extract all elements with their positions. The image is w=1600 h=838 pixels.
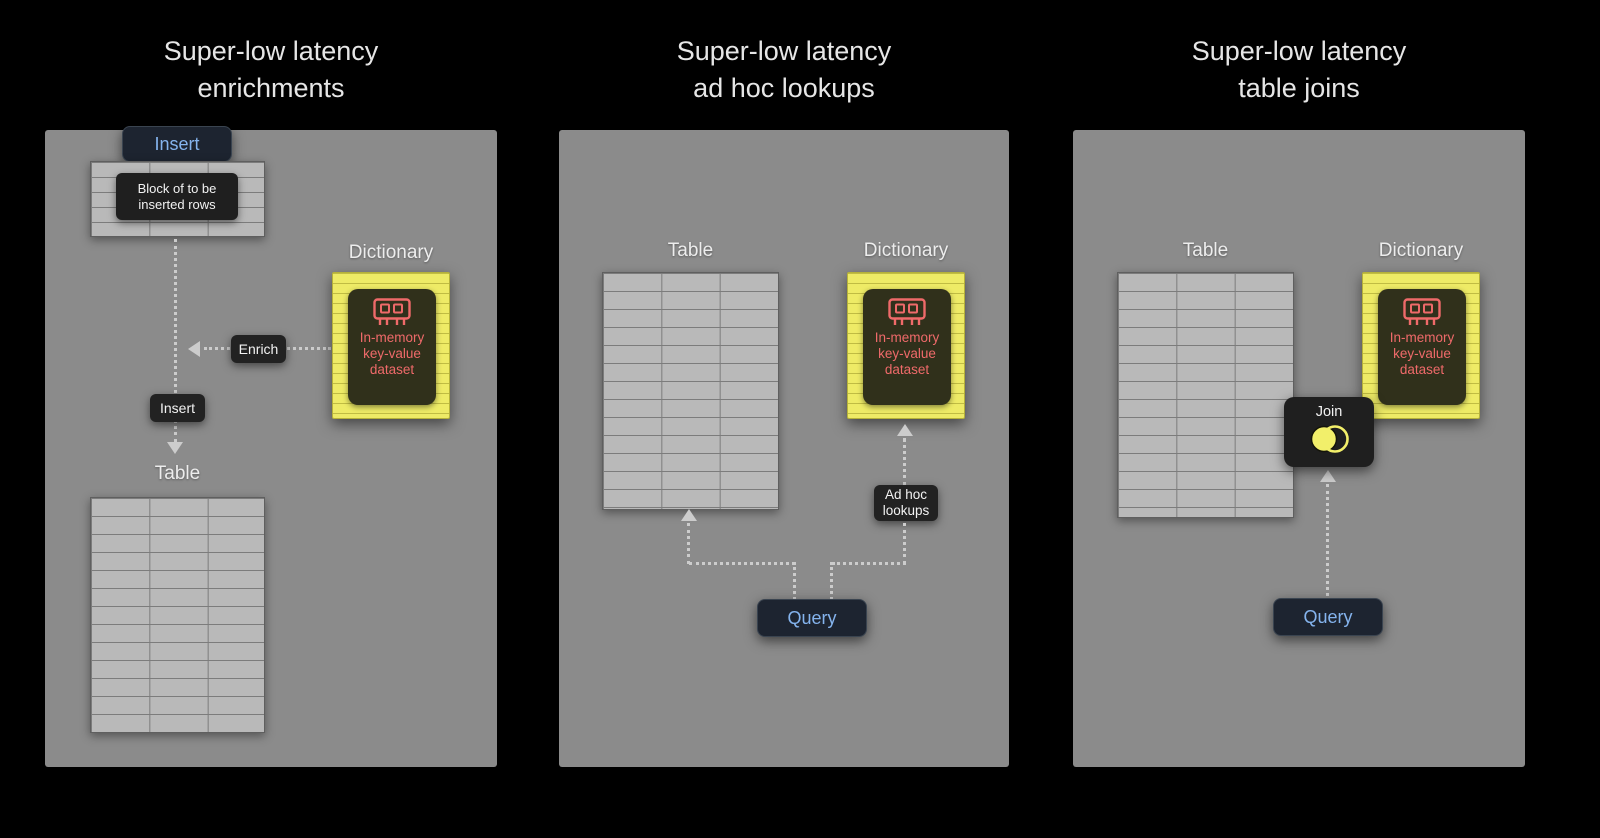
dictionary-label: Dictionary: [348, 242, 434, 263]
table-label: Table: [1182, 240, 1229, 261]
enrich-badge: Enrich: [231, 335, 286, 363]
lookup-dotted-line-lower: [903, 523, 906, 564]
enrich-arrowhead-left: [188, 341, 200, 357]
dictionary-caption-line: dataset: [884, 362, 930, 377]
dictionary-label: Dictionary: [863, 240, 949, 261]
panel2-title: Super-low latency ad hoc lookups: [559, 33, 1009, 107]
insert-button: Insert: [122, 126, 232, 162]
dictionary-inner-card: In-memory key-value dataset: [1378, 289, 1466, 405]
dictionary-caption: In-memory key-value dataset: [360, 330, 425, 378]
table-grid: [1117, 272, 1294, 518]
join-query-dotted-line: [1326, 484, 1329, 596]
dictionary-caption-line: key-value: [363, 346, 421, 361]
dictionary-caption: In-memory key-value dataset: [1390, 330, 1455, 378]
insert-block-label-line2: inserted rows: [138, 196, 216, 212]
panel2-title-line1: Super-low latency: [676, 36, 892, 66]
dictionary-label: Dictionary: [1378, 240, 1464, 261]
dictionary-caption-line: key-value: [1393, 346, 1451, 361]
join-venn-icon: [1310, 425, 1349, 453]
query-stub-right-dotted-line: [830, 562, 833, 600]
insert-flow-arrowhead-down: [167, 442, 183, 454]
adhoc-lookups-badge: Ad hoc lookups: [874, 485, 938, 521]
table-query-arrowhead-up: [681, 509, 697, 521]
query-branch-left-dotted-line: [689, 562, 795, 565]
query-button: Query: [757, 599, 867, 637]
insert-block-label: Block of to be inserted rows: [116, 173, 238, 220]
lookup-arrowhead-up: [897, 424, 913, 436]
dictionary-caption-line: In-memory: [359, 330, 425, 345]
table-label: Table: [154, 463, 201, 484]
dictionary-caption-line: In-memory: [874, 330, 940, 345]
panel1-title: Super-low latency enrichments: [45, 33, 497, 107]
dictionary-caption-line: In-memory: [1389, 330, 1455, 345]
dictionary-caption-line: dataset: [1399, 362, 1445, 377]
panel1-title-line2: enrichments: [197, 73, 345, 103]
dictionary-caption: In-memory key-value dataset: [875, 330, 940, 378]
dictionary-caption-line: key-value: [878, 346, 936, 361]
table-label: Table: [667, 240, 714, 261]
query-branch-right-dotted-line: [832, 562, 906, 565]
join-badge-label: Join: [1315, 404, 1343, 420]
dictionary-inner-card: In-memory key-value dataset: [863, 289, 951, 405]
query-stub-left-dotted-line: [793, 562, 796, 600]
adhoc-lookups-badge-line2: lookups: [882, 503, 930, 518]
memory-chip-icon: [1403, 298, 1441, 325]
panel2-title-line2: ad hoc lookups: [693, 73, 875, 103]
table-grid: [602, 272, 779, 510]
table-grid: [90, 497, 265, 733]
memory-chip-icon: [373, 298, 411, 325]
query-button: Query: [1273, 598, 1383, 636]
join-query-arrowhead-up: [1320, 470, 1336, 482]
insert-badge: Insert: [150, 394, 205, 422]
dictionary-inner-card: In-memory key-value dataset: [348, 289, 436, 405]
dictionary: In-memory key-value dataset: [847, 272, 965, 419]
dictionary: In-memory key-value dataset: [1362, 272, 1480, 419]
join-badge: Join: [1284, 397, 1374, 467]
table-query-dotted-line: [687, 523, 690, 564]
adhoc-lookups-badge-line1: Ad hoc: [884, 486, 928, 502]
lookup-dotted-line-upper: [903, 438, 906, 486]
insert-flow-dotted-line: [174, 239, 177, 442]
panel3-title-line1: Super-low latency: [1191, 36, 1407, 66]
panel1-title-line1: Super-low latency: [163, 36, 379, 66]
panel3-title: Super-low latency table joins: [1073, 33, 1525, 107]
panel3-title-line2: table joins: [1238, 73, 1360, 103]
dictionary: In-memory key-value dataset: [332, 272, 450, 419]
dictionary-caption-line: dataset: [369, 362, 415, 377]
insert-block-label-line1: Block of to be: [137, 180, 217, 196]
memory-chip-icon: [888, 298, 926, 325]
